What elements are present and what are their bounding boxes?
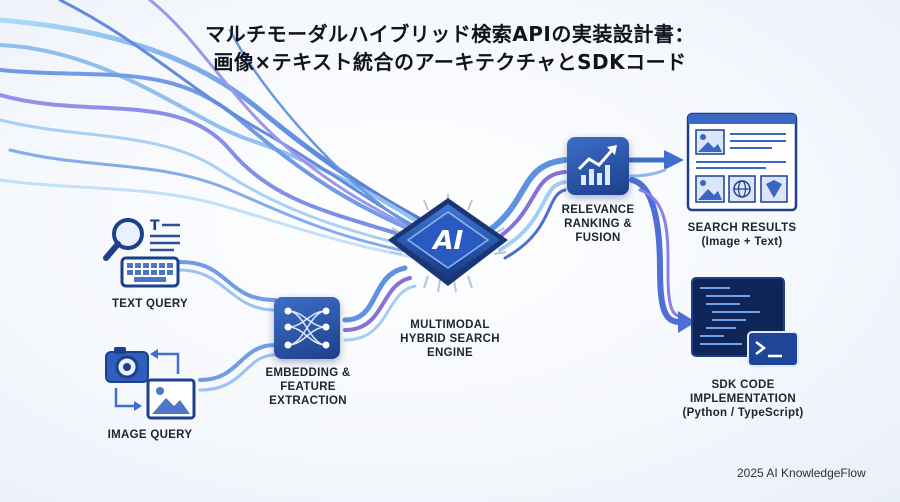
ranking-to-sdk-arrow	[629, 177, 696, 333]
text-query-icon: T	[100, 212, 190, 292]
magnifier-icon	[103, 218, 144, 261]
text-query-flow	[178, 260, 277, 312]
text-lines-icon: T	[150, 218, 180, 252]
embedding-label: EMBEDDING & FEATURE EXTRACTION	[265, 367, 351, 407]
text-query-label: TEXT QUERY	[111, 298, 189, 310]
code-lines	[700, 287, 760, 345]
engine-label: MULTIMODAL HYBRID SEARCH ENGINE	[400, 319, 500, 359]
sdk-code-label: SDK CODE IMPLEMENTATION (Python / TypeSc…	[682, 379, 804, 419]
ai-chip-label: AI	[429, 226, 467, 256]
ai-chip: AI	[378, 190, 518, 300]
shield-icon	[760, 175, 788, 203]
result-thumb-2	[695, 175, 725, 203]
page-title-line-1: マルチモーダルハイブリッド検索APIの実装設計書：	[205, 22, 695, 46]
search-results-window	[686, 112, 798, 212]
image-query-label: IMAGE QUERY	[107, 429, 193, 441]
image-query-icon	[100, 342, 200, 424]
search-results-label: SEARCH RESULTS (Image + Text)	[687, 222, 797, 248]
embedding-tile	[274, 297, 340, 359]
image-query-flow	[198, 343, 277, 392]
embedding-to-engine-flow	[342, 265, 417, 342]
ribbon-bundle-top-left	[0, 0, 443, 264]
svg-text:T: T	[150, 218, 160, 234]
engine-to-ranking-flow	[487, 157, 568, 260]
picture-icon	[146, 378, 196, 420]
ranking-label: RELEVANCE RANKING & FUSION	[561, 204, 635, 244]
sdk-code-window	[690, 276, 802, 368]
keyboard-icon	[120, 256, 180, 288]
neural-network-icon	[284, 307, 330, 349]
result-text-lines	[696, 133, 786, 169]
camera-icon	[105, 347, 149, 383]
trend-chart-icon	[577, 145, 617, 185]
result-thumb-1	[695, 129, 725, 155]
footer-credit: 2025 AI KnowledgeFlow	[737, 466, 866, 480]
globe-icon	[728, 175, 756, 203]
terminal-icon	[747, 331, 799, 367]
ranking-tile	[567, 137, 629, 195]
sync-arrows-icon	[114, 349, 180, 411]
page-title-line-2: 画像×テキスト統合のアーキテクチャとSDKコード	[213, 50, 687, 74]
ranking-to-results-arrow	[627, 150, 684, 178]
